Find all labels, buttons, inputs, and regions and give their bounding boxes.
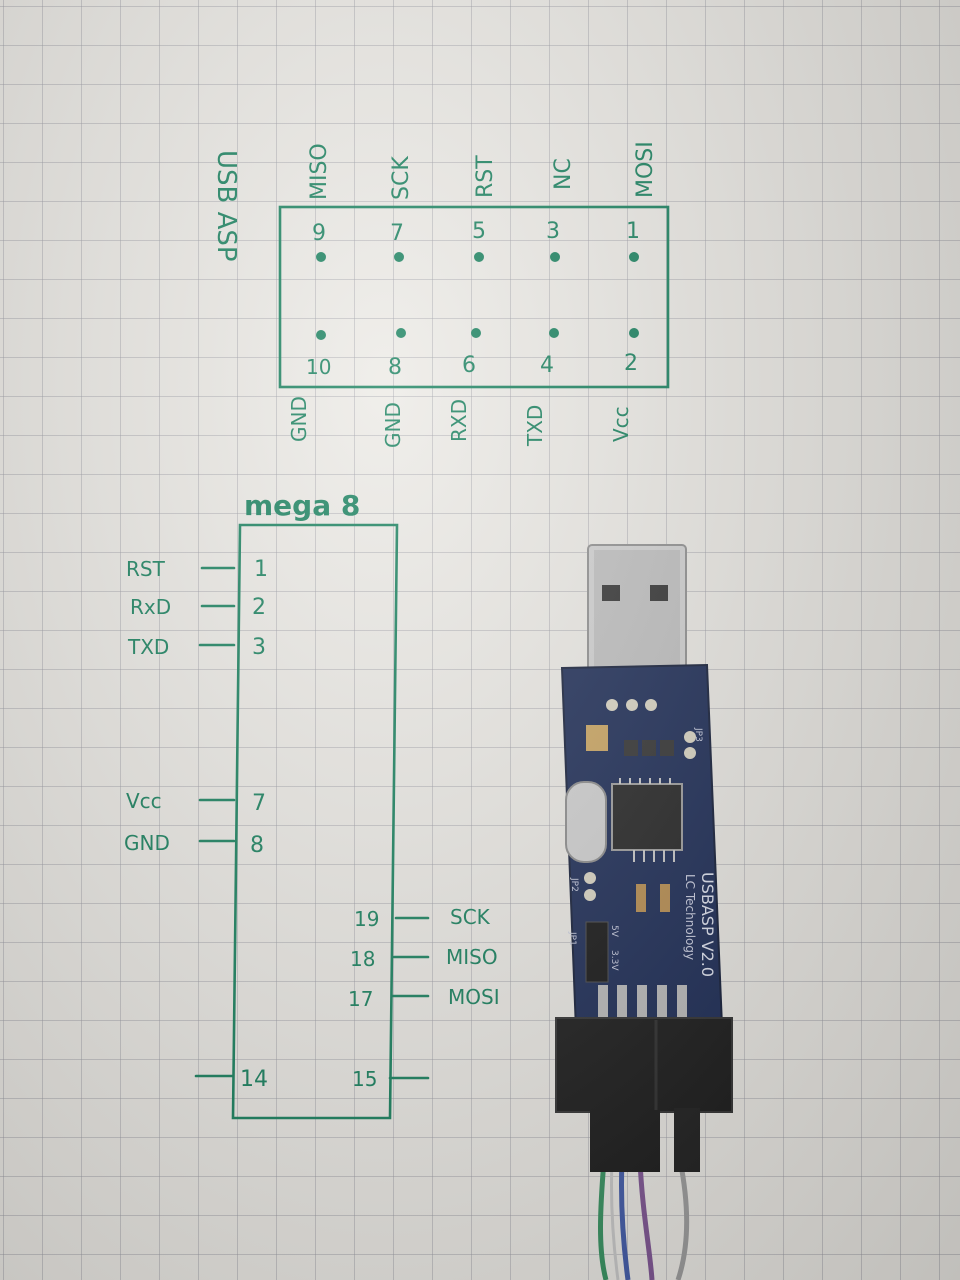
jumper-3v3-label: 3.3V bbox=[609, 950, 619, 971]
chip-pin-19: 19 SCK bbox=[354, 905, 491, 931]
pin-number: 14 bbox=[240, 1067, 268, 1092]
usbasp-pin-7: SCK 7 bbox=[389, 156, 414, 262]
pin-number: 17 bbox=[348, 987, 373, 1011]
usbasp-pin-5: RST 5 bbox=[472, 155, 498, 262]
pin-dot bbox=[316, 252, 326, 262]
pin-number: 19 bbox=[354, 907, 379, 931]
board-name-label: USBASP V2.0 bbox=[698, 872, 717, 977]
pcb-board: JP3 JP2 bbox=[560, 663, 724, 1032]
pin-label: MISO bbox=[446, 945, 498, 969]
pin-number: 2 bbox=[252, 595, 266, 620]
pin-label: SCK bbox=[450, 905, 491, 929]
jp1-label: JP1 bbox=[567, 931, 577, 946]
pin-dot bbox=[474, 252, 484, 262]
pin-dot bbox=[471, 328, 481, 338]
led bbox=[636, 884, 646, 912]
usbasp-pin-10: 10 GND bbox=[287, 330, 331, 442]
pin-number: 1 bbox=[254, 557, 268, 582]
pin-number: 15 bbox=[352, 1067, 377, 1091]
usbasp-pin-8: 8 GND bbox=[381, 328, 406, 448]
chip-outline bbox=[231, 523, 399, 1120]
jp3-label: JP3 bbox=[693, 727, 703, 742]
pin-label: GND bbox=[124, 831, 170, 855]
pin-label: RxD bbox=[130, 595, 171, 619]
mega8-chip: mega 8 RST 1 RxD 2 TXD 3 Vcc 7 GND 8 bbox=[124, 489, 500, 1120]
jp2-label: JP2 bbox=[569, 877, 579, 892]
usbasp-pin-9: MISO 9 bbox=[307, 143, 332, 262]
usbasp-pin-6: 6 RXD bbox=[447, 328, 481, 442]
usbasp-device: JP3 JP2 bbox=[555, 544, 733, 1280]
pin-label: Vcc bbox=[126, 789, 162, 813]
pin-label: NC bbox=[551, 158, 576, 190]
pin-number: 2 bbox=[624, 351, 638, 376]
pin-label: Vcc bbox=[609, 406, 633, 442]
chip-pin-14: 14 bbox=[194, 1067, 268, 1092]
pin-dot bbox=[394, 252, 404, 262]
chip-title: mega 8 bbox=[244, 489, 360, 522]
pin-number: 1 bbox=[626, 219, 640, 244]
usbasp-header-outline bbox=[278, 205, 670, 389]
usbasp-pin-1: MOSI 1 bbox=[626, 141, 658, 262]
pin-number: 7 bbox=[252, 791, 266, 816]
pin-dot bbox=[549, 328, 559, 338]
ribbon-wires bbox=[598, 1159, 690, 1280]
pin-label: RST bbox=[126, 557, 166, 581]
chip-pin-8: GND 8 bbox=[124, 831, 264, 858]
pin-label: GND bbox=[381, 402, 405, 448]
pin-number: 3 bbox=[546, 219, 560, 244]
mcu-chip bbox=[611, 783, 683, 851]
usbasp-pin-2: 2 Vcc bbox=[609, 328, 639, 442]
fuse bbox=[586, 725, 608, 751]
pin-label: MISO bbox=[307, 143, 332, 200]
pin-label: MOSI bbox=[448, 985, 500, 1009]
pin-number: 7 bbox=[390, 221, 404, 246]
usbasp-side-title: USB ASP bbox=[211, 150, 241, 262]
idc-connector bbox=[555, 1017, 733, 1172]
chip-pin-7: Vcc 7 bbox=[126, 789, 266, 816]
pin-number: 3 bbox=[252, 635, 266, 660]
pin-dot bbox=[550, 252, 560, 262]
led bbox=[660, 884, 670, 912]
pin-number: 8 bbox=[388, 355, 402, 380]
pin-number: 8 bbox=[250, 833, 264, 858]
pin-label: GND bbox=[287, 396, 311, 442]
pin-dot bbox=[629, 328, 639, 338]
pin-label: TXD bbox=[523, 405, 547, 447]
chip-pin-18: 18 MISO bbox=[350, 945, 498, 971]
crystal bbox=[565, 781, 607, 863]
pin-number: 6 bbox=[462, 353, 476, 378]
pin-label: TXD bbox=[127, 635, 169, 659]
pin-label: SCK bbox=[389, 156, 414, 200]
jumper-jp1 bbox=[585, 921, 609, 983]
pin-label: MOSI bbox=[633, 141, 658, 198]
pin-dot bbox=[396, 328, 406, 338]
pin-dot bbox=[316, 330, 326, 340]
pin-number: 10 bbox=[306, 355, 331, 379]
pin-dot bbox=[629, 252, 639, 262]
chip-pin-3: TXD 3 bbox=[127, 635, 266, 660]
usbasp-header: USB ASP MISO 9 SCK 7 RST 5 NC 3 MOSI 1 bbox=[211, 141, 670, 448]
chip-pin-17: 17 MOSI bbox=[348, 985, 500, 1011]
usbasp-pin-4: 4 TXD bbox=[523, 328, 559, 447]
pin-label: RST bbox=[473, 155, 498, 198]
pin-number: 4 bbox=[540, 353, 554, 378]
chip-pin-15: 15 bbox=[352, 1067, 430, 1091]
pin-number: 5 bbox=[472, 219, 486, 244]
pin-number: 18 bbox=[350, 947, 375, 971]
usbasp-pin-3: NC 3 bbox=[546, 158, 576, 262]
maker-label: LC Technology bbox=[683, 874, 697, 960]
chip-pin-2: RxD 2 bbox=[130, 595, 266, 620]
chip-pin-1: RST 1 bbox=[126, 557, 268, 582]
pin-number: 9 bbox=[312, 221, 326, 246]
usb-window bbox=[602, 585, 620, 601]
usb-window bbox=[650, 585, 668, 601]
jumper-5v-label: 5V bbox=[609, 925, 619, 938]
pin-label: RXD bbox=[447, 399, 471, 442]
